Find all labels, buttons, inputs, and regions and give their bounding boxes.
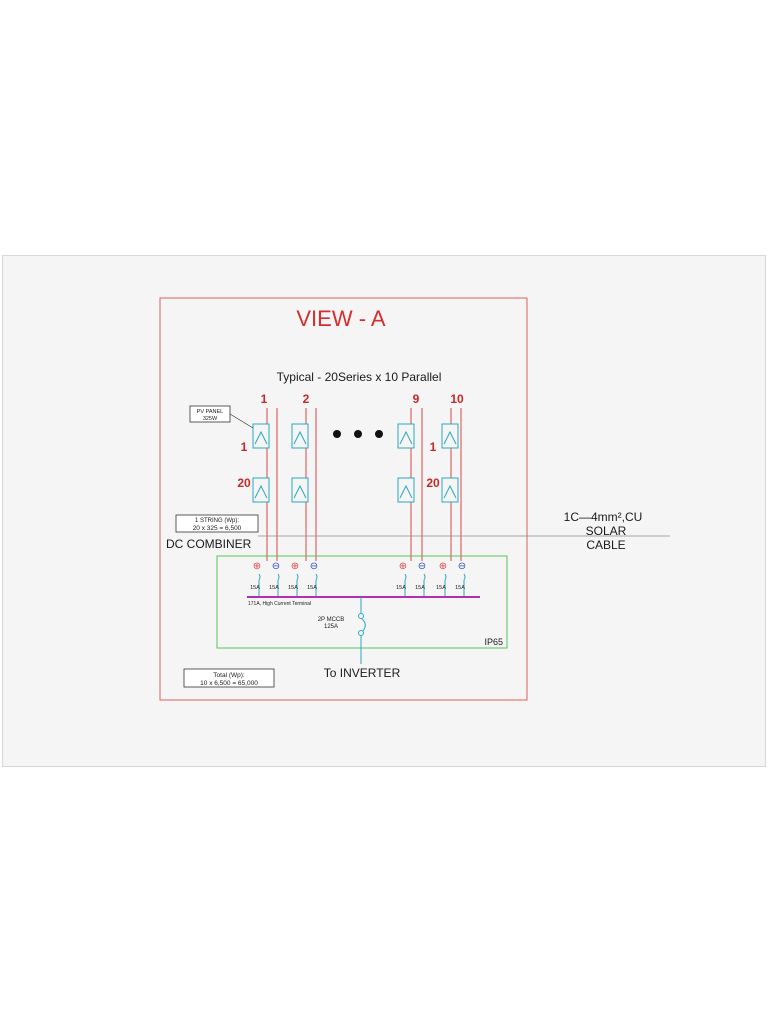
- fuse-symbols: [258, 573, 466, 596]
- pv-panel-note: PV PANEL 325W: [189, 405, 254, 429]
- pv-panel-string-9-last: [397, 477, 415, 503]
- negative-terminal-10: ⊖: [458, 561, 466, 572]
- series-label-first-left: 1: [241, 440, 248, 454]
- polarity-terminals: ⊕ ⊖ ⊕ ⊖ ⊕ ⊖ ⊕ ⊖: [253, 561, 466, 572]
- total-note-line1: Total (Wp):: [213, 672, 245, 679]
- string-note-line1: 1 STRING (Wp):: [195, 518, 239, 524]
- string-number-1: 1: [261, 392, 268, 406]
- total-note: Total (Wp): 10 x 6,500 = 65,000: [183, 668, 275, 688]
- fuse-rating: 15A: [436, 585, 446, 591]
- fuse-rating: 15A: [307, 585, 317, 591]
- cable-note-line2: SOLAR: [586, 524, 627, 538]
- string-number-10: 10: [450, 392, 464, 406]
- solar-array-schematic: VIEW - A Typical - 20Series x 10 Paralle…: [159, 297, 670, 701]
- busbar-label: 171A, High Current Terminal: [248, 601, 311, 607]
- fuse-ratings: 15A 15A 15A 15A 15A 15A 15A 15A: [250, 585, 465, 591]
- mccb-label-line2: 125A: [324, 624, 338, 630]
- dc-combiner-label: DC COMBINER: [166, 537, 252, 551]
- pv-panel-note-line1: PV PANEL: [197, 409, 224, 415]
- string-note: 1 STRING (Wp): 20 x 325 = 6,500: [175, 514, 259, 533]
- fuse-rating: 15A: [288, 585, 298, 591]
- view-title: VIEW - A: [296, 306, 386, 331]
- pv-panel-string-1-last: [252, 477, 270, 503]
- positive-terminal-2: ⊕: [291, 561, 299, 572]
- negative-terminal-2: ⊖: [310, 561, 318, 572]
- pv-panel-string-1-first: [252, 423, 270, 449]
- fuse-rating: 15A: [396, 585, 406, 591]
- enclosure-rating: IP65: [484, 637, 503, 647]
- configuration-subtitle: Typical - 20Series x 10 Parallel: [277, 370, 442, 384]
- positive-terminal-10: ⊕: [439, 561, 447, 572]
- string-10: [441, 408, 462, 561]
- series-label-last-left: 20: [237, 476, 251, 490]
- fuse-rating: 15A: [269, 585, 279, 591]
- negative-terminal-9: ⊖: [418, 561, 426, 572]
- drawing-sheet: VIEW - A Typical - 20Series x 10 Paralle…: [2, 255, 766, 767]
- string-2: [291, 408, 317, 561]
- view-frame: [159, 297, 528, 701]
- string-number-2: 2: [303, 392, 310, 406]
- mccb-breaker: [358, 597, 366, 664]
- total-note-line2: 10 x 6,500 = 65,000: [200, 680, 258, 687]
- pv-panel-string-2-first: [291, 423, 309, 449]
- three-dots-icon: [333, 430, 383, 438]
- pv-panel-note-line2: 325W: [203, 416, 218, 422]
- fuse-rating: 15A: [455, 585, 465, 591]
- positive-terminal-1: ⊕: [253, 561, 261, 572]
- fuse-rating: 15A: [250, 585, 260, 591]
- fuse-rating: 15A: [415, 585, 425, 591]
- combiner-enclosure: [216, 555, 508, 649]
- negative-terminal-1: ⊖: [272, 561, 280, 572]
- pv-panel-string-10-first: [441, 423, 459, 449]
- string-9: [397, 408, 423, 561]
- series-label-first-right: 1: [430, 440, 437, 454]
- to-inverter-label: To INVERTER: [324, 666, 401, 680]
- positive-terminal-9: ⊕: [399, 561, 407, 572]
- cable-note-line1: 1C—4mm²,CU: [564, 510, 643, 524]
- string-number-9: 9: [413, 392, 420, 406]
- pv-panel-string-10-last: [441, 477, 459, 503]
- string-1: [252, 408, 278, 561]
- series-label-last-right: 20: [426, 476, 440, 490]
- pv-panel-string-2-last: [291, 477, 309, 503]
- string-note-line2: 20 x 325 = 6,500: [193, 525, 242, 532]
- pv-strings: [252, 408, 462, 561]
- mccb-label-line1: 2P MCCB: [318, 617, 345, 623]
- pv-panel-string-9-first: [397, 423, 415, 449]
- cable-note-line3: CABLE: [586, 538, 625, 552]
